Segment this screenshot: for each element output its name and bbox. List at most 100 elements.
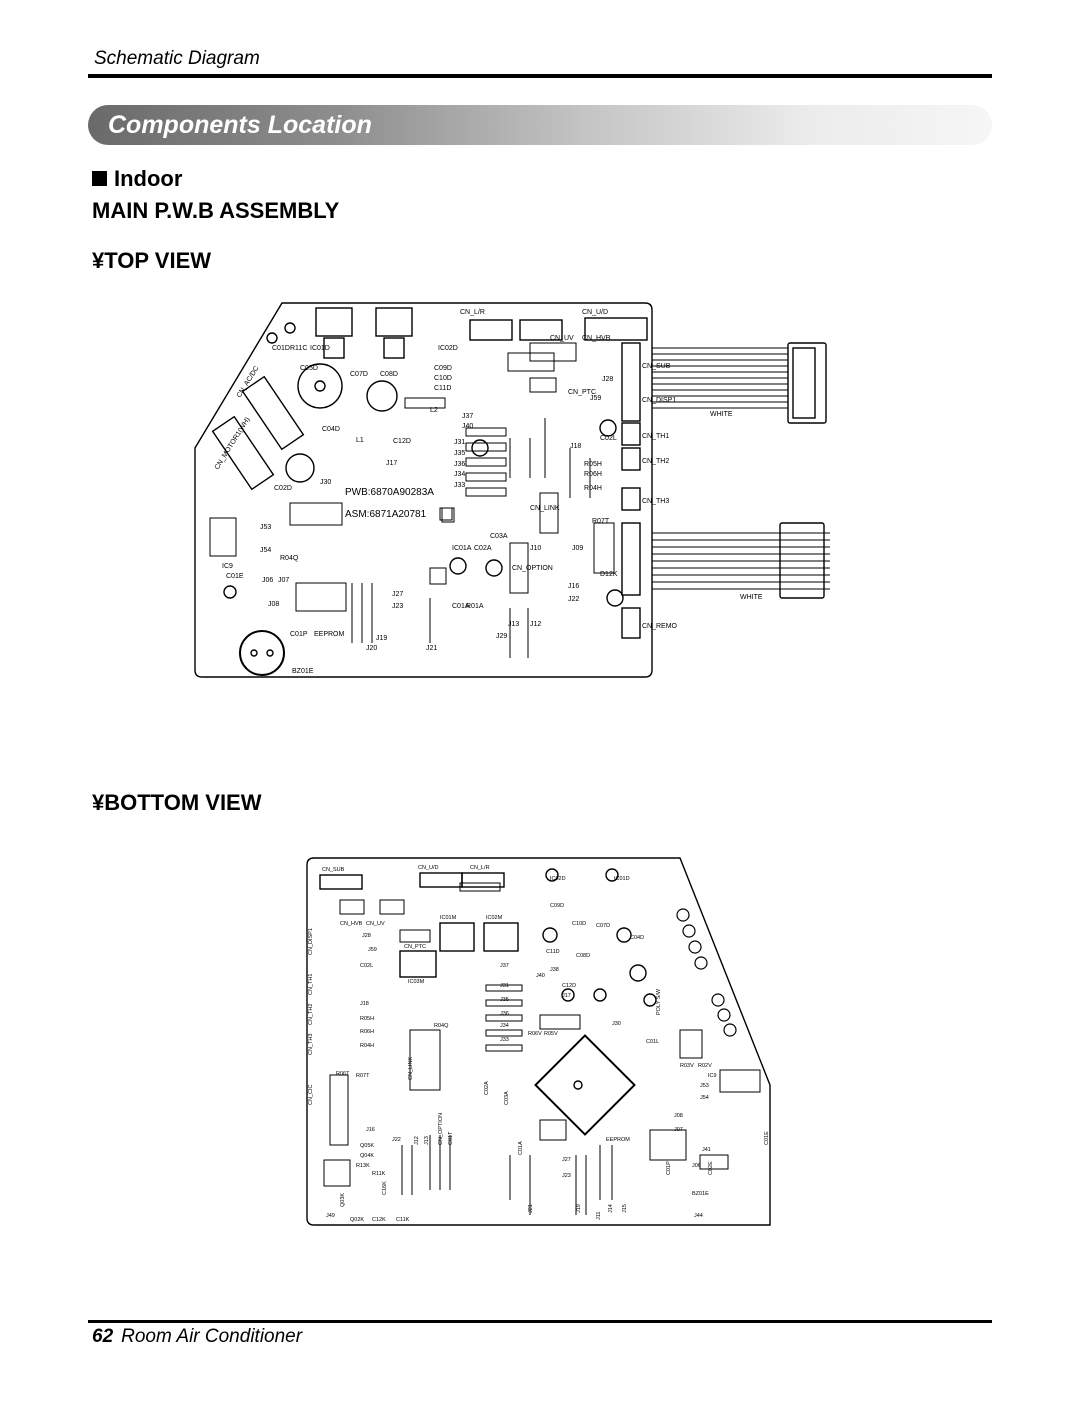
bottom-part-c01p: C01P (666, 1161, 672, 1175)
bottom-connector-cn-th3: CN_TH3 (308, 1034, 314, 1055)
bottom-connector-cn-sub: CN_SUB (322, 867, 345, 873)
top-part-c01d: C01D (272, 345, 290, 352)
bottom-part-j11: J11 (596, 1212, 602, 1220)
bottom-part-j53: J53 (700, 1083, 709, 1089)
bottom-connector-cn-option: CN_OPTION (438, 1113, 444, 1145)
bottom-part-r03v: R03V (680, 1063, 694, 1069)
bottom-part-j14: J14 (608, 1204, 614, 1213)
bottom-part-c02e: C02E (708, 1161, 714, 1175)
top-pwb-label: PWB:6870A90283A (345, 487, 434, 498)
top-part-j59: J59 (590, 395, 601, 402)
top-part-j09: J09 (572, 545, 583, 552)
bottom-part-j33: J33 (500, 1037, 509, 1043)
top-connector-cn-hvb: CN_HVB (582, 335, 611, 342)
bottom-connector-cn-ud: CN_U/D (418, 865, 439, 871)
top-part-j30: J30 (320, 479, 331, 486)
bottom-connector-cn-cic: CN_CIC (308, 1084, 314, 1105)
bottom-connector-cn-hvb: CN_HVB (340, 921, 363, 927)
bottom-part-c12d: C12D (562, 983, 576, 989)
top-part-j12: J12 (530, 621, 541, 628)
bottom-part-r04q: R04Q (434, 1023, 449, 1029)
bottom-part-j22: J22 (392, 1137, 401, 1143)
top-asm-label: ASM:6871A20781 (345, 509, 427, 520)
top-part-j13: J13 (508, 621, 519, 628)
bottom-part-c03a: C03A (504, 1091, 510, 1105)
bottom-connector-cn-uv: CN_UV (366, 921, 385, 927)
top-part-c02a: C02A (474, 545, 492, 552)
bottom-connector-cn-disp1: CN_DISP1 (308, 928, 314, 955)
bottom-part-r13k: R13K (356, 1163, 370, 1169)
bottom-part-j13: J13 (424, 1136, 430, 1145)
top-connector-cn-disp1: CN_DISP1 (642, 397, 676, 404)
top-part-c02d: C02D (274, 485, 292, 492)
bottom-part-c16k: C16K (382, 1181, 388, 1195)
top-part-j40: J40 (462, 423, 473, 430)
bottom-part-c11k: C11K (396, 1217, 410, 1223)
top-connector-cn-th1: CN_TH1 (642, 433, 669, 440)
top-connector-cn-th3: CN_TH3 (642, 498, 669, 505)
top-part-j20: J20 (366, 645, 377, 652)
bottom-part-c01a: C01A (518, 1141, 524, 1155)
top-wire-label-1: WHITE (710, 411, 733, 418)
top-part-r11c: R11C (290, 345, 307, 352)
top-part-j31: J31 (454, 439, 465, 446)
bottom-part-j49: J49 (326, 1213, 335, 1219)
top-part-j18: J18 (570, 443, 581, 450)
bottom-part-j37: J37 (500, 963, 509, 969)
bottom-part-c08d: C08D (576, 953, 590, 959)
bottom-part-r06t: R06T (336, 1071, 350, 1077)
top-part-j33: J33 (454, 482, 465, 489)
top-part-j27: J27 (392, 591, 403, 598)
top-part-j22: J22 (568, 596, 579, 603)
bottom-part-j19: J19 (576, 1204, 582, 1213)
top-part-c01e: C01E (226, 573, 244, 580)
top-part-j07: J07 (278, 577, 289, 584)
top-part-j17: J17 (386, 460, 397, 467)
bottom-part-r05h: R05H (360, 1016, 374, 1022)
bottom-connector-cn-link: CN_LINK (408, 1056, 414, 1080)
bottom-part-c11d: C11D (546, 949, 560, 955)
top-part-c08d: C08D (380, 371, 398, 378)
bottom-part-j31: J31 (500, 983, 509, 989)
top-part-c07d: C07D (350, 371, 368, 378)
bottom-part-c10d: C10D (572, 921, 586, 927)
bottom-part-c02a: C02A (484, 1081, 490, 1095)
top-part-c02l: C02L (600, 435, 617, 442)
assembly-title: MAIN P.W.B ASSEMBLY (92, 198, 340, 223)
bottom-part-ic9: IC9 (708, 1073, 717, 1079)
top-part-bz01e: BZ01E (292, 668, 314, 675)
bottom-part-q02k: Q02K (350, 1217, 364, 1223)
bottom-part-j54: J54 (700, 1095, 709, 1101)
bottom-part-j27: J27 (562, 1157, 571, 1163)
bottom-part-c01e: C01E (764, 1131, 770, 1145)
top-part-j23: J23 (392, 603, 403, 610)
top-part-j10: J10 (530, 545, 541, 552)
bottom-part-r07t: R07T (356, 1073, 370, 1079)
bottom-part-j18: J18 (360, 1001, 369, 1007)
bottom-part-r05v: R05V (544, 1031, 558, 1037)
top-part-ic02d: IC02D (438, 345, 458, 352)
top-part-c01a: C01A (452, 603, 470, 610)
bottom-part-c01t: C01T (448, 1131, 454, 1145)
bottom-part-j12: J12 (414, 1136, 420, 1145)
bottom-part-c02l: C02L (360, 963, 373, 969)
page-number: 62 (92, 1326, 114, 1347)
indoor-heading: Indoor (92, 166, 182, 192)
top-part-j54: J54 (260, 547, 271, 554)
bottom-part-j59: J59 (368, 947, 377, 953)
bottom-view-pcb-diagram: CN_SUB CN_U/D CN_L/R CN_HVB CN_UV CN_PTC… (306, 857, 771, 1226)
bottom-part-j16: J16 (366, 1127, 375, 1133)
bottom-part-c12k: C12K (372, 1217, 386, 1223)
bottom-part-j38: J38 (550, 967, 559, 973)
top-view-label: ¥TOP VIEW (92, 248, 212, 273)
top-part-c10d: C10D (434, 375, 452, 382)
top-part-c09d: C09D (434, 365, 452, 372)
top-part-eeprom: EEPROM (314, 631, 345, 638)
top-part-r01a: R01A (466, 603, 484, 610)
bottom-part-j40: J40 (536, 973, 545, 979)
top-connector-cn-option: CN_OPTION (512, 565, 553, 572)
bottom-part-ic01d: IC01D (614, 876, 630, 882)
top-part-d12k: D12K (600, 571, 618, 578)
top-part-j35: J35 (454, 450, 465, 457)
